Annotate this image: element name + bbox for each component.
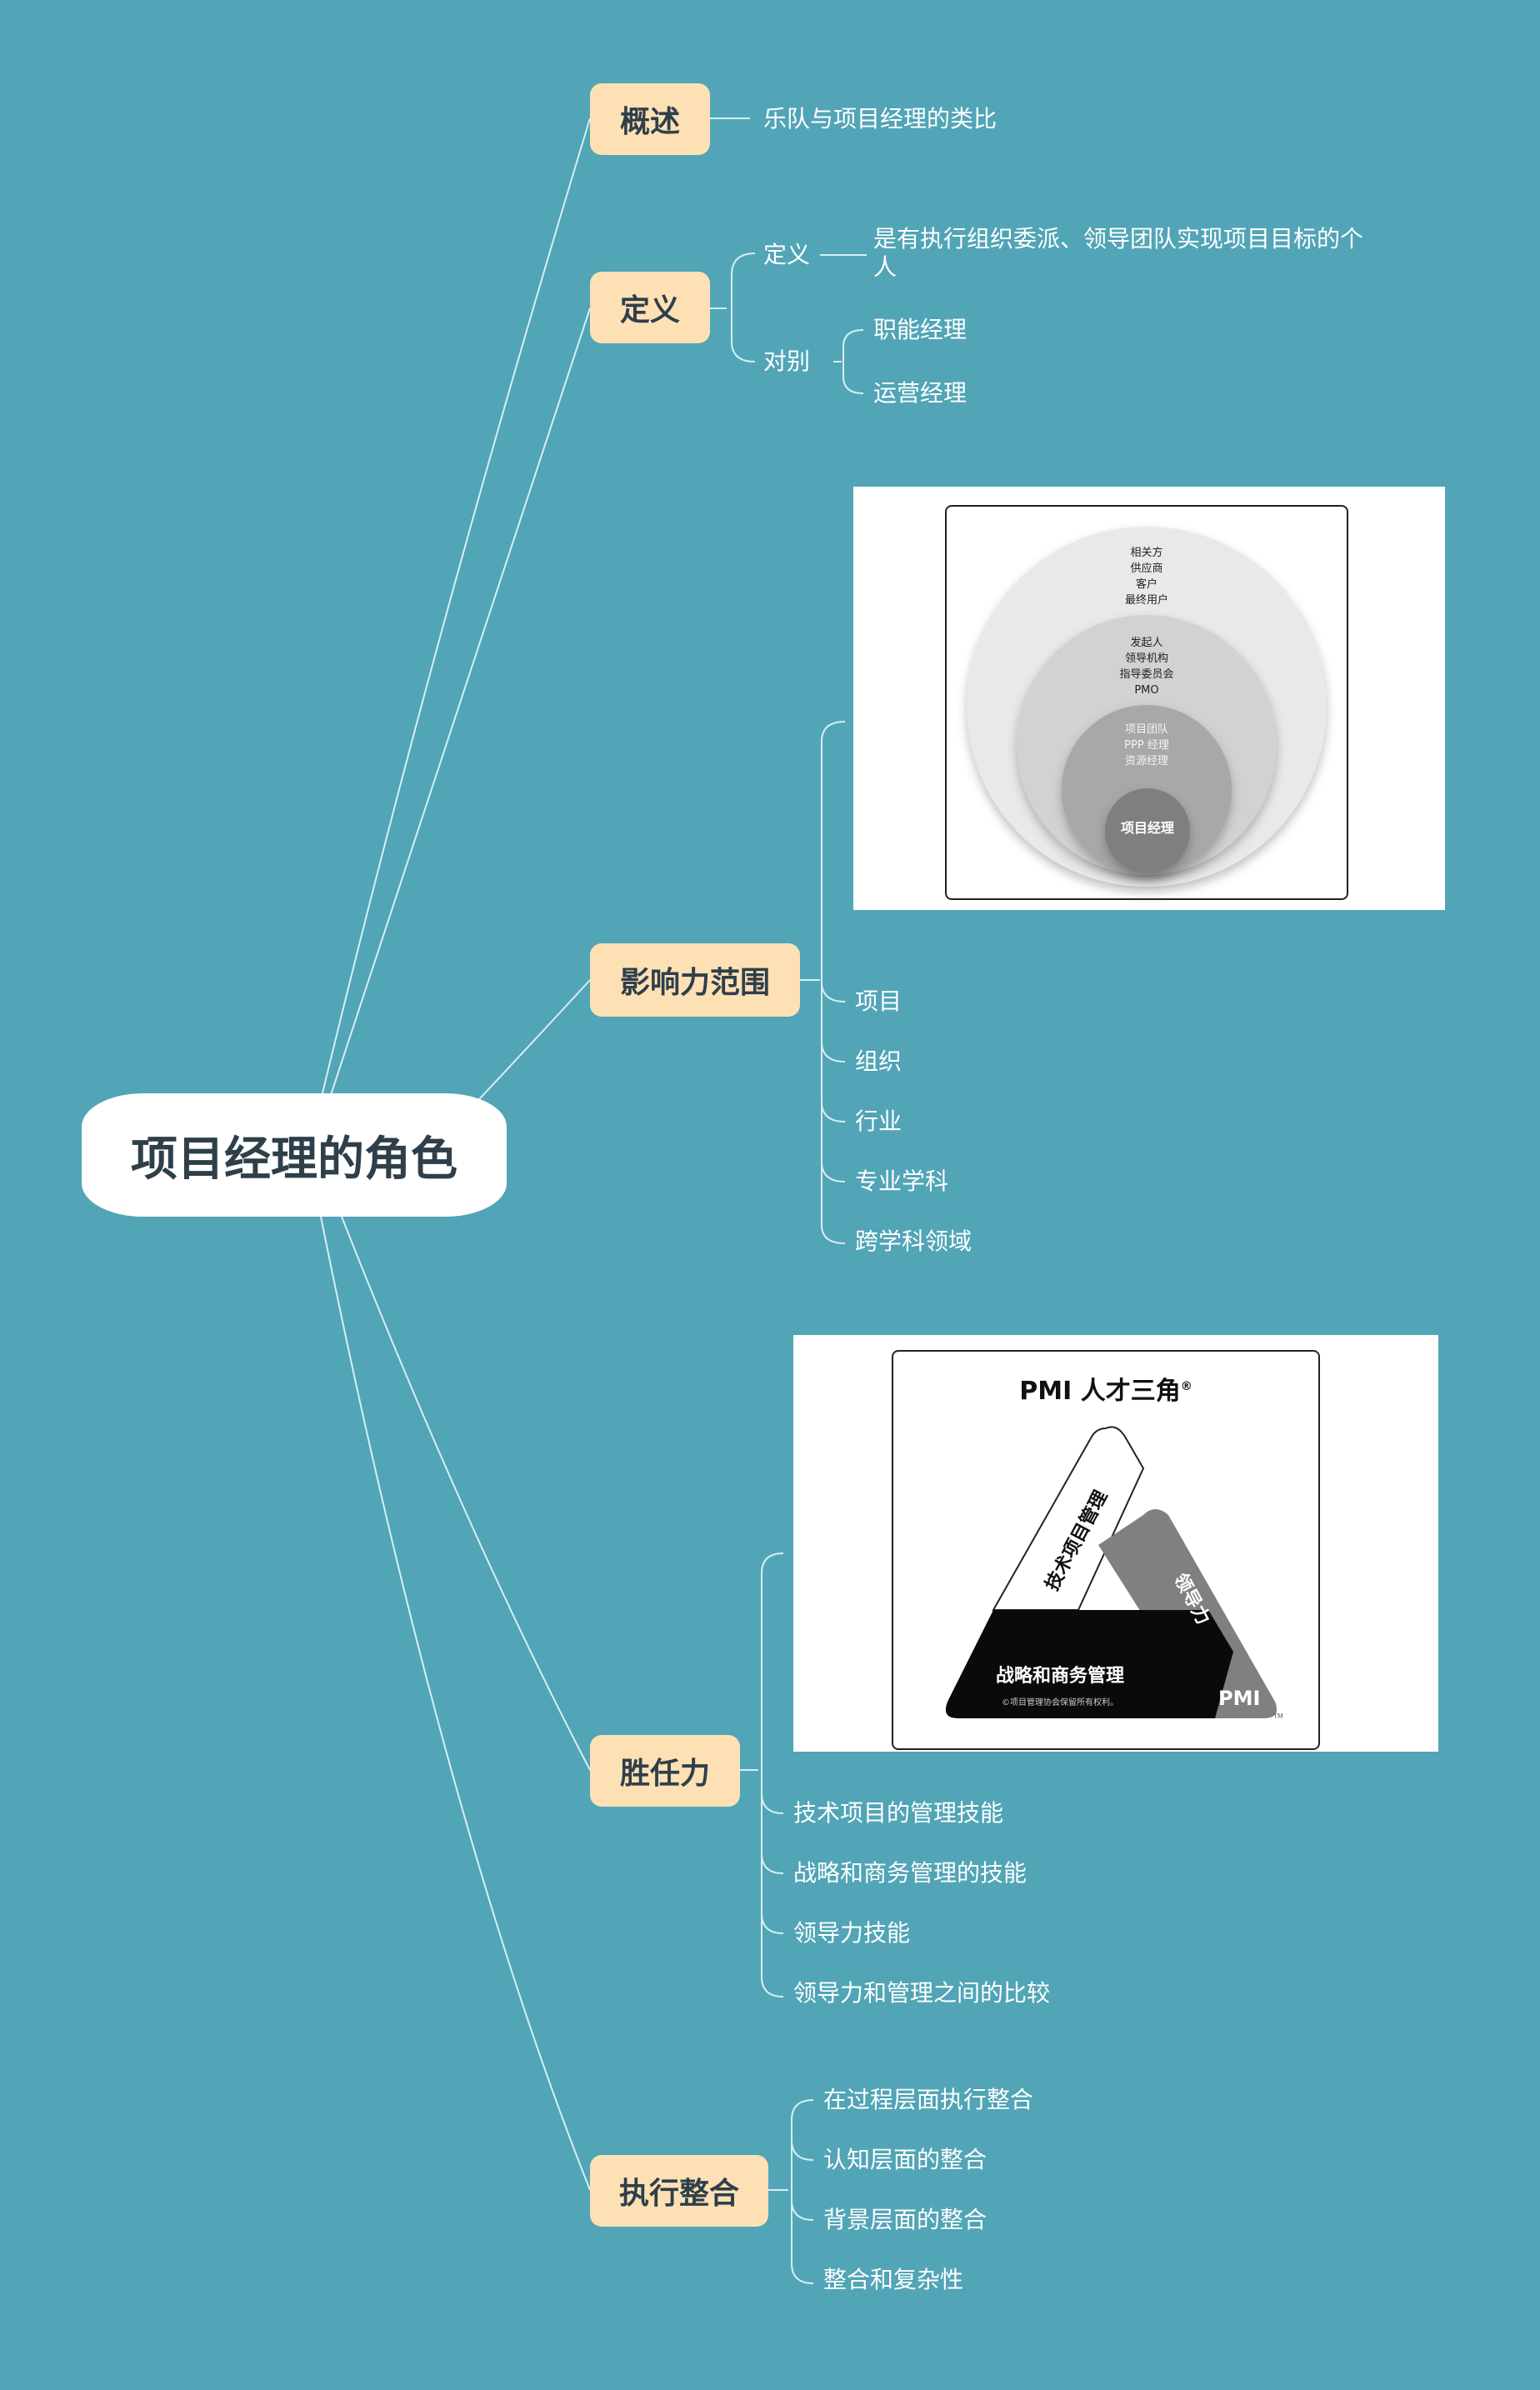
- ring3-text-2: PPP 经理: [1062, 738, 1232, 753]
- branch-definition-label: 定义: [620, 286, 680, 329]
- leaf-leadership-vs-management[interactable]: 领导力和管理之间的比较: [793, 1979, 1050, 2008]
- ring2-text-4: PMO: [1017, 682, 1277, 698]
- influence-diagram-image[interactable]: 相关方 供应商 客户 最终用户 发起人 领导机构 指导委员会 PMO 项目团队 …: [853, 487, 1445, 910]
- definition-text-line-2: 人: [873, 253, 1363, 282]
- ring2-text-2: 领导机构: [1017, 651, 1277, 667]
- leaf-technical-skills[interactable]: 技术项目的管理技能: [793, 1799, 1003, 1828]
- leaf-functional-manager[interactable]: 职能经理: [873, 316, 967, 344]
- leaf-process-integration[interactable]: 在过程层面执行整合: [823, 2086, 1033, 2114]
- ring2-text-3: 指导委员会: [1017, 667, 1277, 682]
- leaf-operations-manager[interactable]: 运营经理: [873, 379, 967, 408]
- ring2-text-1: 发起人: [1017, 635, 1277, 651]
- leaf-leadership-skills[interactable]: 领导力技能: [793, 1919, 910, 1948]
- leaf-context-integration[interactable]: 背景层面的整合: [823, 2206, 987, 2234]
- branch-integration-label: 执行整合: [619, 2169, 739, 2212]
- strategic-label: 战略和商务管理: [996, 1665, 1124, 1687]
- talent-triangle-svg: 技术项目管理 领导力 战略和商务管理 ©项目管理协会保留所有权利。 PMI TM: [893, 1352, 1318, 1748]
- branch-competence[interactable]: 胜任力: [590, 1735, 740, 1807]
- leaf-definition[interactable]: 定义: [763, 241, 810, 269]
- ring-project-manager: 项目经理: [1105, 788, 1190, 873]
- branch-overview-label: 概述: [620, 98, 680, 141]
- talent-triangle-frame: PMI 人才三角® 技术项目管理 领导力 战略和商务管理 ©项目管理协会保留所有…: [892, 1350, 1320, 1750]
- leaf-strategic-skills[interactable]: 战略和商务管理的技能: [793, 1859, 1027, 1888]
- ring3-text-3: 资源经理: [1062, 753, 1232, 769]
- leaf-discipline[interactable]: 专业学科: [855, 1168, 948, 1196]
- leaf-contrast[interactable]: 对别: [763, 348, 810, 376]
- ring1-text-3: 客户: [967, 577, 1327, 592]
- ring1-text-1: 相关方: [967, 545, 1327, 561]
- branch-definition[interactable]: 定义: [590, 272, 710, 343]
- definition-text-line-1: 是有执行组织委派、领导团队实现项目目标的个: [873, 225, 1363, 253]
- leaf-project[interactable]: 项目: [855, 988, 902, 1016]
- core-label: 项目经理: [1105, 820, 1190, 836]
- ring3-text-1: 项目团队: [1062, 722, 1232, 738]
- copyright-text: ©项目管理协会保留所有权利。: [1002, 1697, 1118, 1708]
- central-topic-label: 项目经理的角色: [131, 1122, 458, 1189]
- leaf-integration-complexity[interactable]: 整合和复杂性: [823, 2266, 963, 2294]
- branch-influence[interactable]: 影响力范围: [590, 943, 800, 1017]
- leaf-cross-discipline[interactable]: 跨学科领域: [855, 1228, 972, 1256]
- branch-overview[interactable]: 概述: [590, 83, 710, 155]
- branch-competence-label: 胜任力: [620, 1749, 710, 1792]
- central-topic[interactable]: 项目经理的角色: [82, 1093, 507, 1217]
- ring1-text-2: 供应商: [967, 561, 1327, 577]
- ring1-text-4: 最终用户: [967, 592, 1327, 608]
- leaf-industry[interactable]: 行业: [855, 1108, 902, 1136]
- leaf-definition-text[interactable]: 是有执行组织委派、领导团队实现项目目标的个 人: [873, 225, 1363, 282]
- technical-side: [993, 1427, 1143, 1610]
- leaf-orchestra-analogy[interactable]: 乐队与项目经理的类比: [763, 105, 997, 133]
- branch-influence-label: 影响力范围: [620, 958, 770, 1002]
- pmi-logo: PMI: [1218, 1687, 1260, 1710]
- tm-mark: TM: [1272, 1712, 1283, 1720]
- leaf-cognitive-integration[interactable]: 认知层面的整合: [823, 2146, 987, 2174]
- talent-triangle-image[interactable]: PMI 人才三角® 技术项目管理 领导力 战略和商务管理 ©项目管理协会保留所有…: [793, 1335, 1438, 1752]
- leaf-organization[interactable]: 组织: [855, 1048, 902, 1076]
- influence-diagram-frame: 相关方 供应商 客户 最终用户 发起人 领导机构 指导委员会 PMO 项目团队 …: [945, 505, 1348, 900]
- branch-integration[interactable]: 执行整合: [590, 2155, 768, 2227]
